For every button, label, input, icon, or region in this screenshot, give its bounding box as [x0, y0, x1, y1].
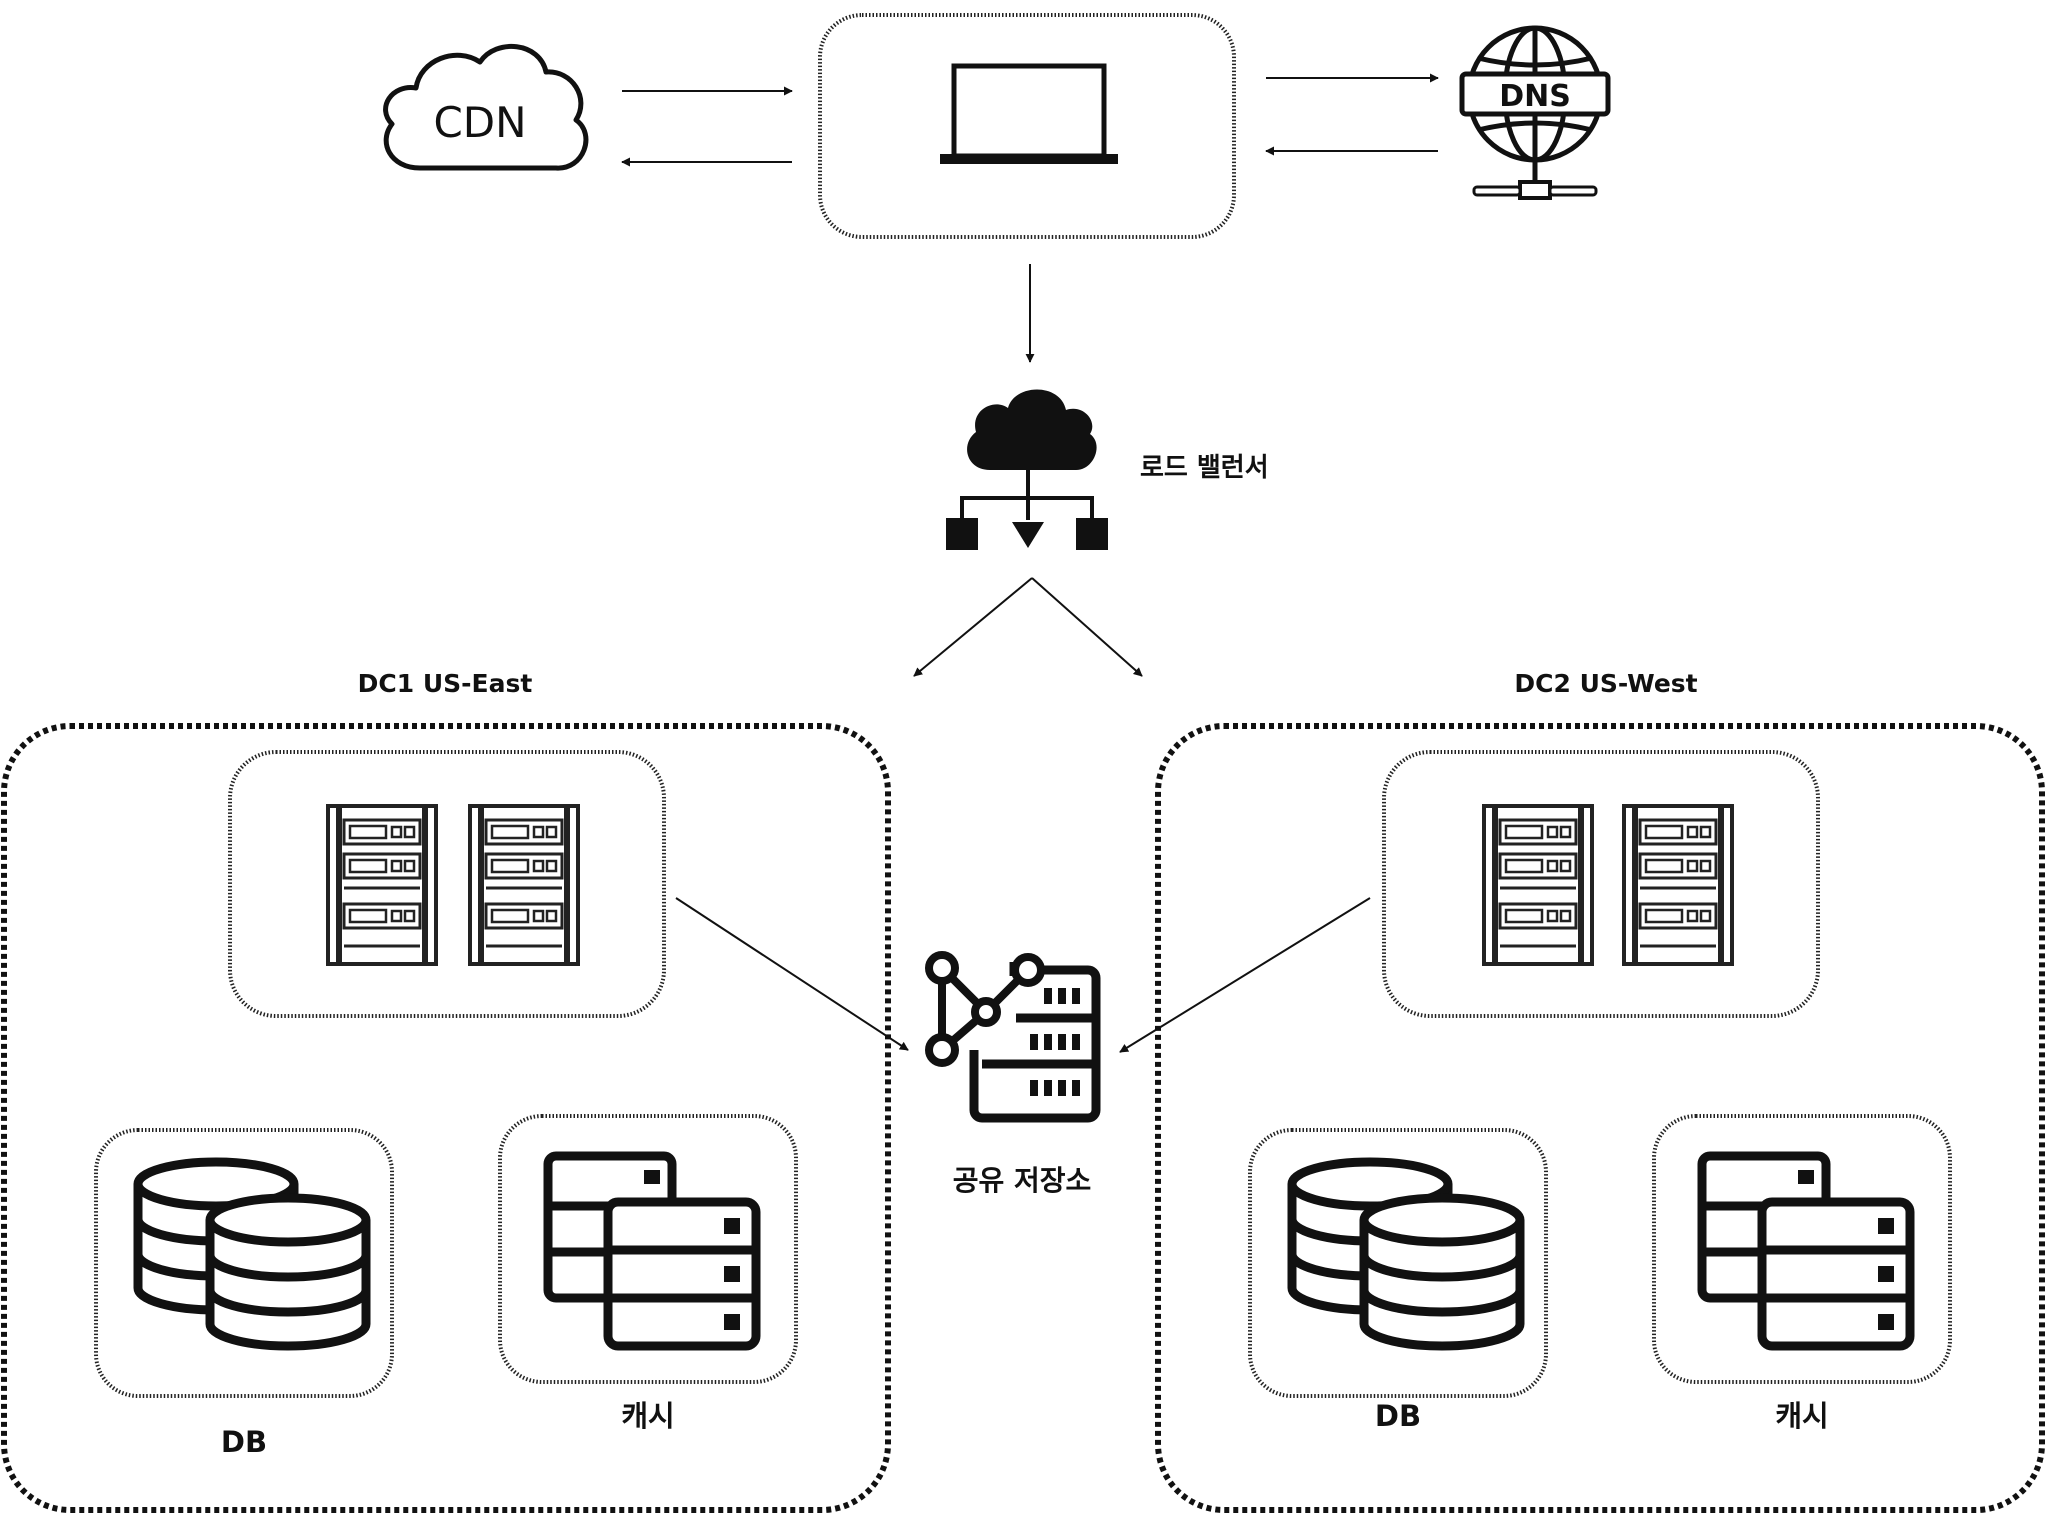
dc2-cache-box — [1652, 1114, 1952, 1384]
laptop-icon — [940, 63, 1118, 164]
dc1-server-rack-icon — [326, 804, 438, 966]
arrow-dc2-to-shared-storage — [1119, 897, 1371, 1053]
dc1-db-box — [94, 1128, 394, 1398]
dc2-server-rack-icon — [1622, 804, 1734, 966]
arrow-lb-to-dc2 — [1031, 577, 1143, 677]
shared-storage-label: 공유 저장소 — [953, 1164, 1092, 1197]
dc1-web-server-box — [228, 750, 666, 1018]
dns-globe-icon: DNS — [1459, 25, 1611, 200]
dc1-db-label: DB — [221, 1425, 267, 1459]
load-balancer-icon — [946, 389, 1108, 550]
dc1-title: DC1 US-East — [358, 669, 533, 698]
dc2-cache-label: 캐시 — [1775, 1399, 1828, 1433]
dc1-cache-label: 캐시 — [621, 1399, 674, 1433]
dc2-db-label: DB — [1375, 1399, 1421, 1433]
dc1-container — [1, 723, 891, 1513]
dc2-web-server-box — [1382, 750, 1820, 1018]
arrow-dc1-to-shared-storage — [675, 897, 909, 1051]
arrow-lb-to-dc1 — [913, 577, 1033, 677]
load-balancer-label: 로드 밸런서 — [1140, 453, 1269, 483]
dns-label: DNS — [1499, 79, 1571, 114]
dc1-server-rack-icon — [468, 804, 580, 966]
dc2-title: DC2 US-West — [1514, 669, 1697, 698]
shared-storage-icon — [925, 951, 1101, 1123]
dc2-container — [1155, 723, 2045, 1513]
dc2-db-box — [1248, 1128, 1548, 1398]
client-box — [818, 13, 1236, 239]
dc2-server-rack-icon — [1482, 804, 1594, 966]
cdn-cloud-icon: CDN — [383, 43, 589, 171]
dc1-cache-box — [498, 1114, 798, 1384]
cdn-label: CDN — [433, 98, 526, 147]
